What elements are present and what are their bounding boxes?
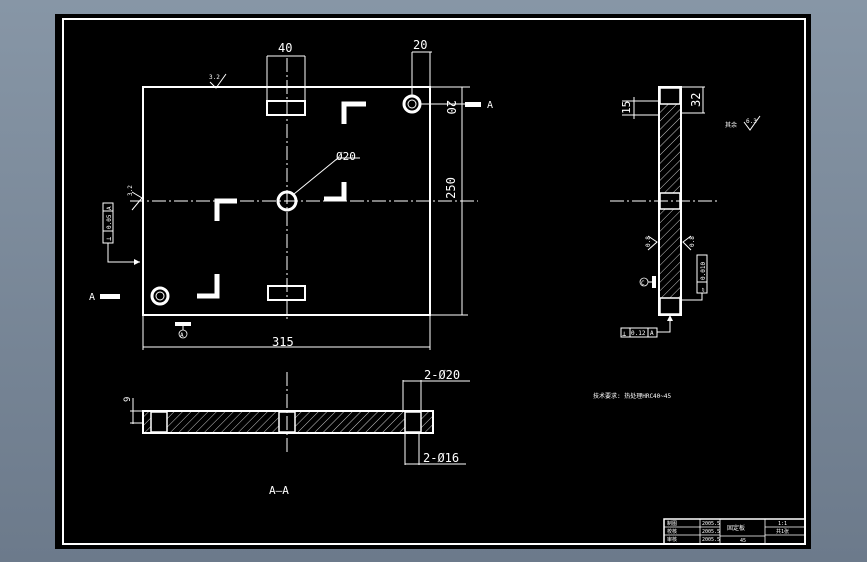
corner-mark-1 xyxy=(341,101,366,124)
corner-hole-bottom-left xyxy=(150,286,170,306)
side-roughness-left-text: 0.8 xyxy=(645,236,652,247)
title-row-2: 校核 xyxy=(667,528,677,535)
section-hole-right xyxy=(404,411,422,433)
tolerance-left-value: 0.05 xyxy=(106,214,113,229)
side-dim-15-text: 15 xyxy=(620,101,633,114)
corner-mark-2 xyxy=(324,182,347,202)
corner-hole-bottom-left-inner xyxy=(155,291,165,301)
slot-top xyxy=(266,100,306,116)
side-roughness-right-symbol xyxy=(682,235,692,251)
tech-note: 技术要求: 热处理HRC40~45 xyxy=(593,392,672,400)
general-roughness-text: 6.3 xyxy=(746,118,757,125)
dim-315-text: 315 xyxy=(272,335,294,349)
dim-2x20-text: 2-Ø20 xyxy=(424,368,460,382)
roughness-left-text: 3.2 xyxy=(127,185,134,196)
side-view: 32 15 6.3 其余 0.8 0.8 ▱ 0.010 C xyxy=(610,86,761,338)
corner-hole-top-right-inner xyxy=(407,99,417,109)
corner-mark-4 xyxy=(197,274,220,299)
datum-a-text: A xyxy=(180,332,184,339)
title-part-name: 固定板 xyxy=(727,524,745,532)
datum-c-circle xyxy=(639,277,649,287)
section-thickness-text: 9 xyxy=(123,397,133,402)
perp-datum: A xyxy=(650,330,654,337)
section-marker-right-label: A xyxy=(487,100,493,111)
roughness-top-text: 3.2 xyxy=(209,74,220,81)
perp-frame-bottom: ⊥ 0.12 A xyxy=(620,315,673,338)
sheet-background xyxy=(55,14,811,549)
title-date-2: 2005.5 xyxy=(702,529,720,535)
roughness-top-symbol xyxy=(209,73,227,89)
side-roughness-left-symbol xyxy=(647,235,658,251)
datum-c-text: C xyxy=(641,280,645,287)
dim-20h-text: 20 xyxy=(413,38,427,52)
side-cut-top xyxy=(659,87,681,105)
section-hole-left xyxy=(150,411,168,433)
side-roughness-right-text: 0.8 xyxy=(689,236,696,247)
roughness-left-symbol xyxy=(131,191,143,211)
tolerance-frame-left: ⊥ 0.05 A xyxy=(102,202,140,265)
sheet-border xyxy=(62,18,806,545)
side-dim-32-text: 32 xyxy=(689,93,703,107)
general-roughness-symbol xyxy=(743,115,761,131)
general-roughness-prefix: 其余 xyxy=(725,121,737,129)
section-marker-left-label: A xyxy=(89,292,95,303)
front-section-view: 9 2-Ø20 2-Ø16 A—A xyxy=(123,368,470,497)
datum-c-bar xyxy=(652,276,656,288)
center-hole-dim: Ø20 xyxy=(336,150,356,163)
dim-250-text: 250 xyxy=(444,177,458,199)
section-marker-right xyxy=(465,102,481,107)
center-hole-leader xyxy=(293,157,339,195)
flatness-frame: ▱ 0.010 xyxy=(681,254,708,301)
slot-bottom xyxy=(267,285,306,301)
title-sheet: 共1张 xyxy=(776,528,789,535)
dim-40-text: 40 xyxy=(278,41,292,55)
title-date-1: 2005.5 xyxy=(702,521,720,527)
side-cut-bottom xyxy=(659,297,681,315)
flatness-symbol: ▱ xyxy=(699,287,707,292)
title-scale: 1:1 xyxy=(778,521,787,527)
tolerance-left-datum: A xyxy=(106,206,113,210)
dim-2x16-text: 2-Ø16 xyxy=(423,451,459,465)
top-view: Ø20 40 20 20 A A 250 315 3.2 xyxy=(89,38,493,350)
title-block: 制图 校核 审核 2005.5 2005.5 2005.5 固定板 45 1:1… xyxy=(663,518,806,545)
center-hole xyxy=(276,190,298,212)
corner-mark-3 xyxy=(214,198,237,221)
dim-20v-text: 20 xyxy=(444,100,458,114)
section-label: A—A xyxy=(269,484,289,497)
perp-symbol: ⊥ xyxy=(622,330,626,338)
datum-a-bar xyxy=(175,322,191,326)
title-date-3: 2005.5 xyxy=(702,537,720,543)
flatness-value: 0.010 xyxy=(700,262,707,280)
perp-value: 0.12 xyxy=(631,330,646,337)
title-row-1: 制图 xyxy=(667,520,677,527)
section-marker-left xyxy=(100,294,120,299)
title-row-3: 审核 xyxy=(667,536,677,543)
tolerance-left-symbol: ⊥ xyxy=(105,237,113,241)
title-material: 45 xyxy=(740,538,746,544)
datum-a-circle xyxy=(178,329,188,339)
